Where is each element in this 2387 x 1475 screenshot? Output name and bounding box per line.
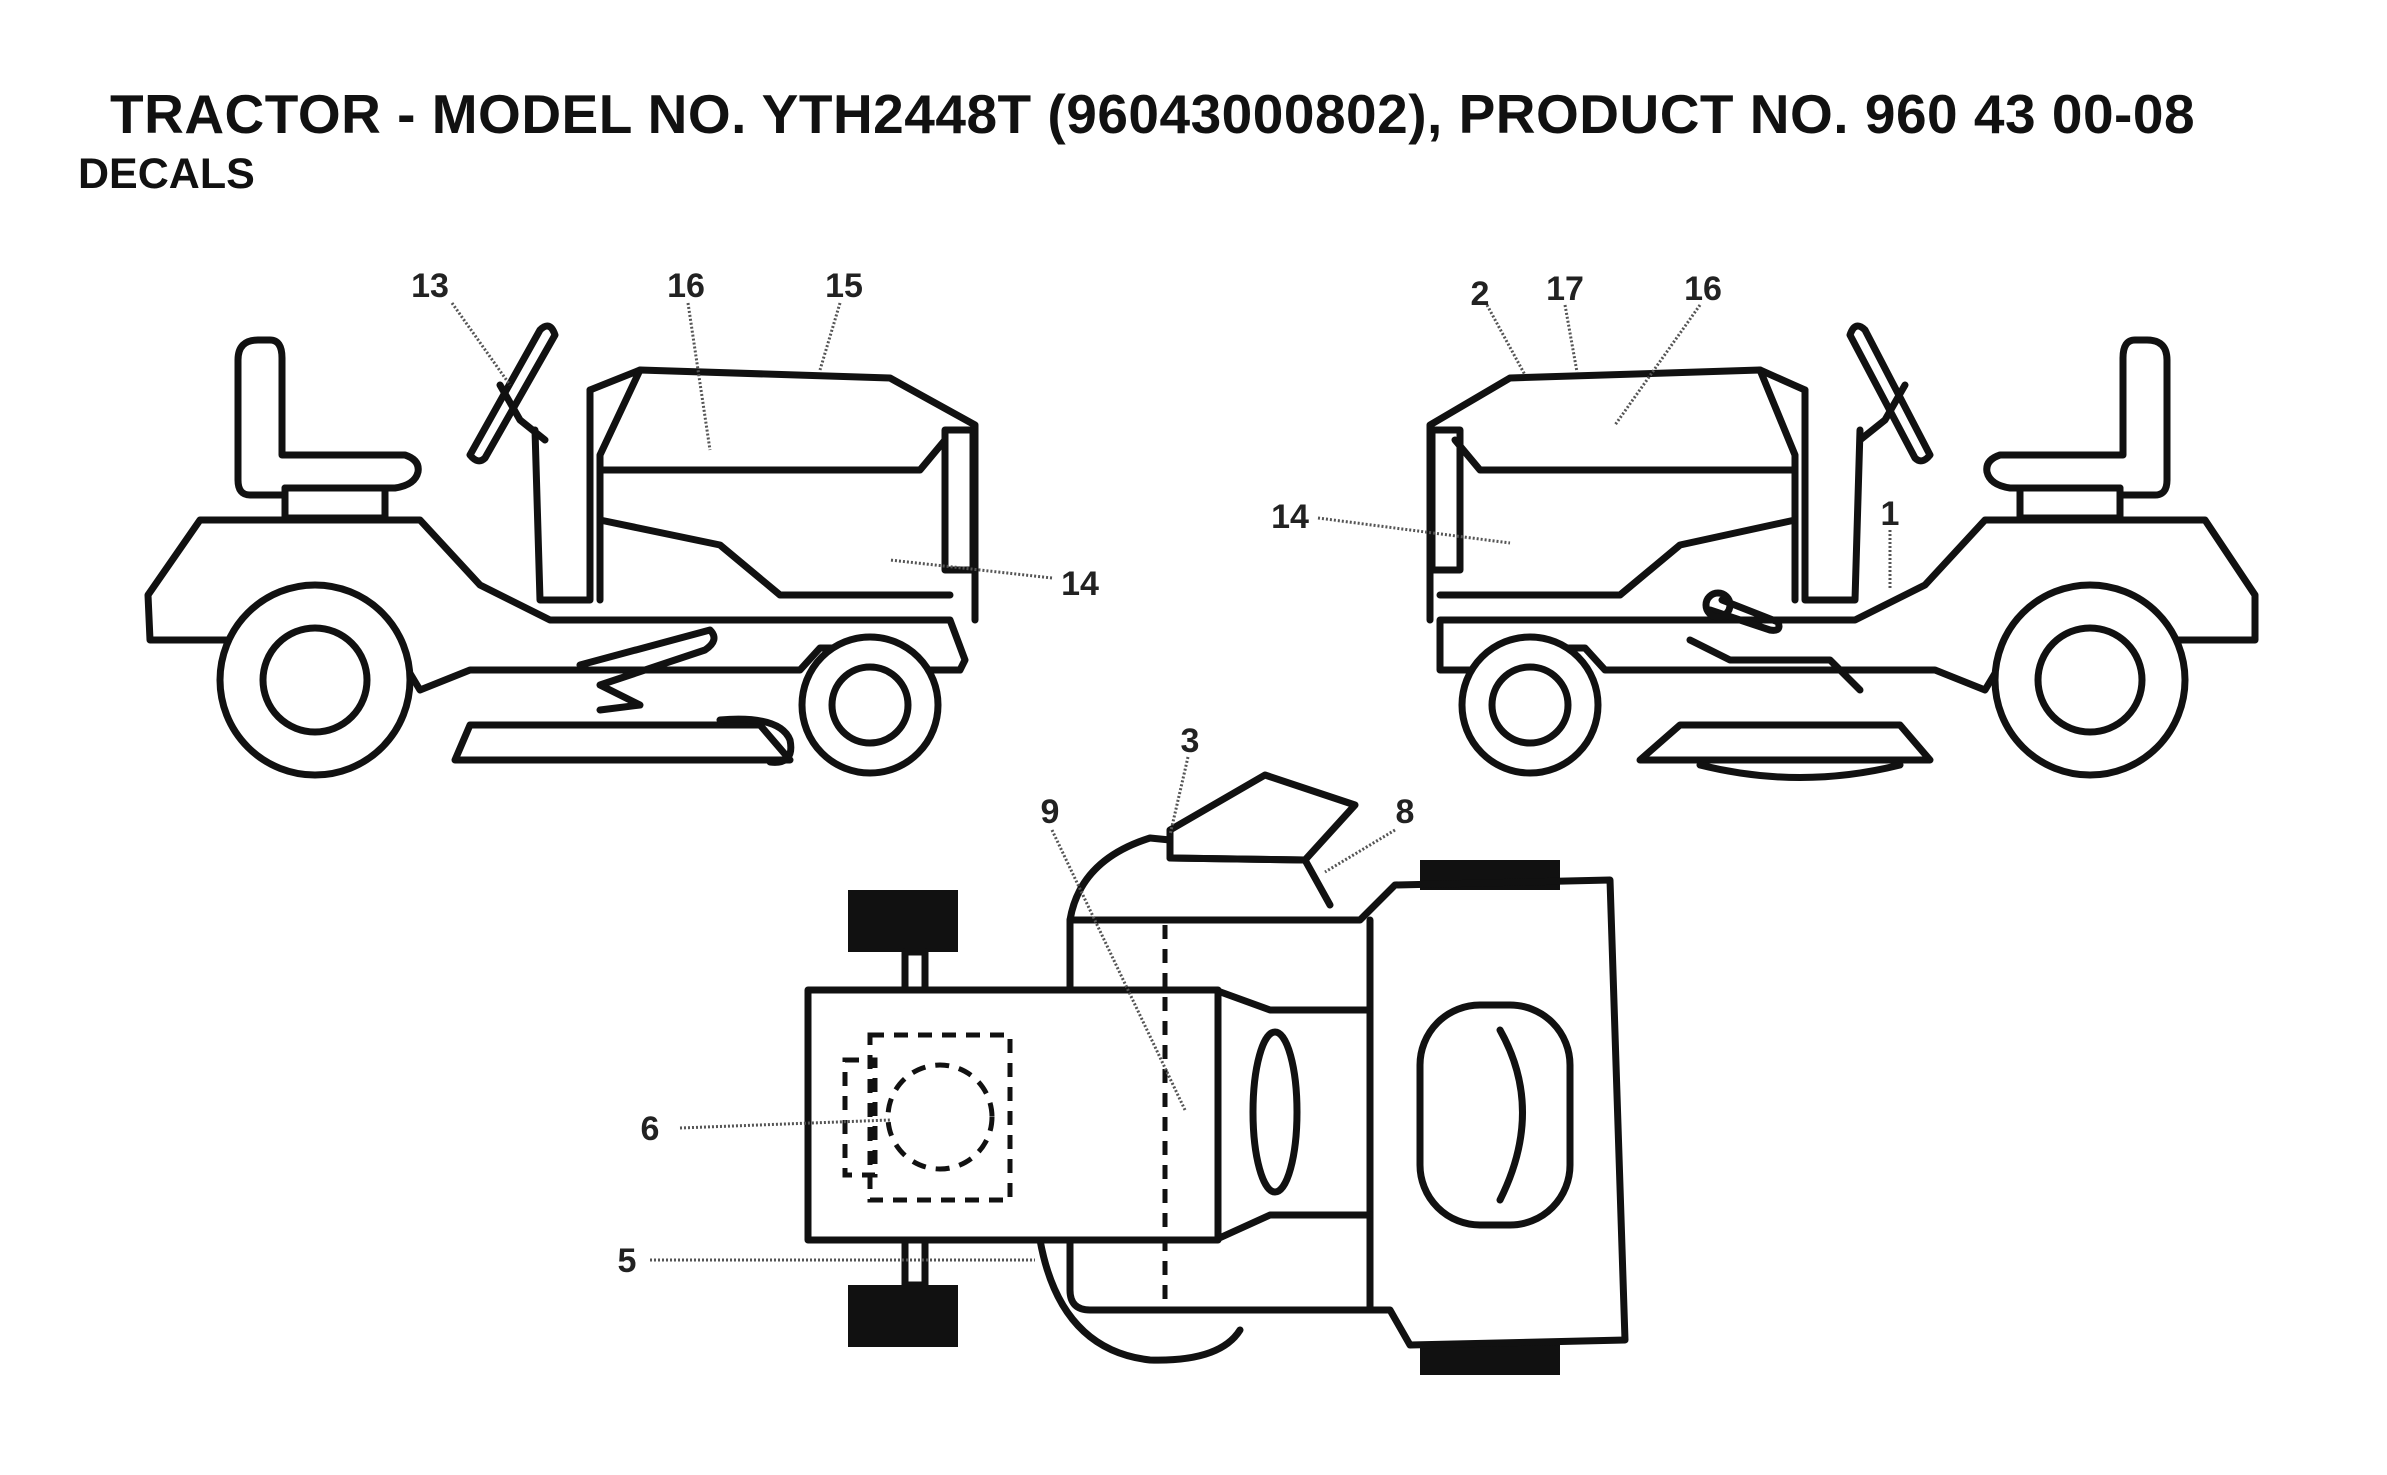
- callout-9: 9: [1041, 793, 1060, 831]
- tractor-top-view: [804, 771, 1629, 1375]
- tractor-right-side-view: [1426, 322, 2259, 781]
- callout-numbers: 13 16 15 14 2 17 16 14 1 3 9 8 6 5: [411, 267, 1899, 1280]
- callout-6: 6: [641, 1110, 660, 1148]
- wheel-top-front-right: [848, 1285, 958, 1347]
- page-title: TRACTOR - MODEL NO. YTH2448T (9604300080…: [110, 83, 2196, 145]
- callout-15: 15: [825, 267, 863, 305]
- callout-14-left: 14: [1061, 565, 1099, 603]
- callout-leaders: [450, 302, 1892, 1262]
- callout-17: 17: [1546, 270, 1584, 308]
- callout-1: 1: [1881, 495, 1900, 533]
- callout-16-right: 16: [1684, 270, 1722, 308]
- page-subtitle: DECALS: [78, 150, 255, 198]
- wheel-top-front-left: [848, 890, 958, 952]
- tractor-left-side-view: [144, 322, 979, 779]
- callout-5: 5: [618, 1242, 637, 1280]
- callout-14-right: 14: [1271, 498, 1309, 536]
- callout-16-left: 16: [667, 267, 705, 305]
- callout-2: 2: [1471, 275, 1490, 313]
- callout-13: 13: [411, 267, 449, 305]
- callout-3: 3: [1181, 722, 1200, 760]
- callout-8: 8: [1396, 793, 1415, 831]
- wheel-top-rear-right: [1420, 1345, 1560, 1375]
